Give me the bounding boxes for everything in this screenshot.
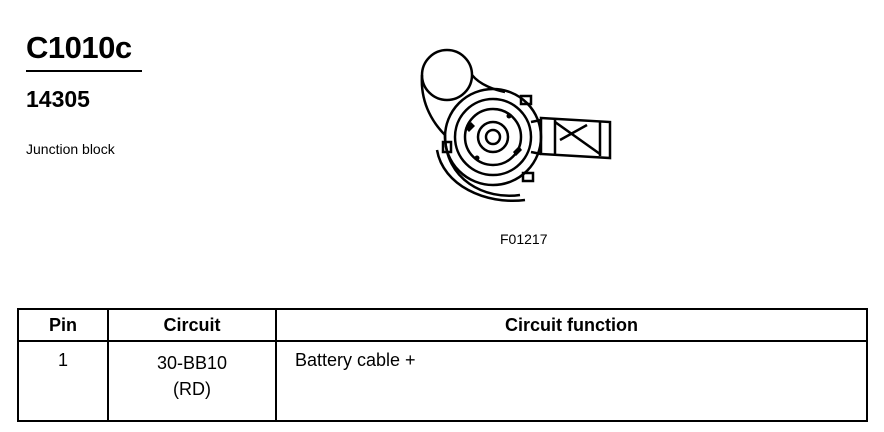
table-header-row: Pin Circuit Circuit function (17, 308, 868, 342)
circuit-code: 30-BB10 (156, 353, 228, 373)
header-circuit: Circuit (107, 308, 277, 342)
connector-face-drawing-icon (420, 48, 612, 202)
pin-table: Pin Circuit Circuit function 1 30-BB10 (… (17, 308, 868, 422)
connector-description: Junction block (26, 141, 115, 157)
part-number: 14305 (26, 86, 90, 112)
circuit-color: (RD) (173, 379, 211, 399)
title-underline (26, 70, 142, 72)
cell-circuit: 30-BB10 (RD) (107, 340, 277, 422)
cell-circuit-function: Battery cable + (275, 340, 868, 422)
cell-pin: 1 (17, 340, 109, 422)
header-pin: Pin (17, 308, 109, 342)
header-circuit-function: Circuit function (275, 308, 868, 342)
table-row: 1 30-BB10 (RD) Battery cable + (17, 340, 868, 422)
figure-code: F01217 (500, 231, 548, 247)
connector-id: C1010c (26, 30, 132, 65)
